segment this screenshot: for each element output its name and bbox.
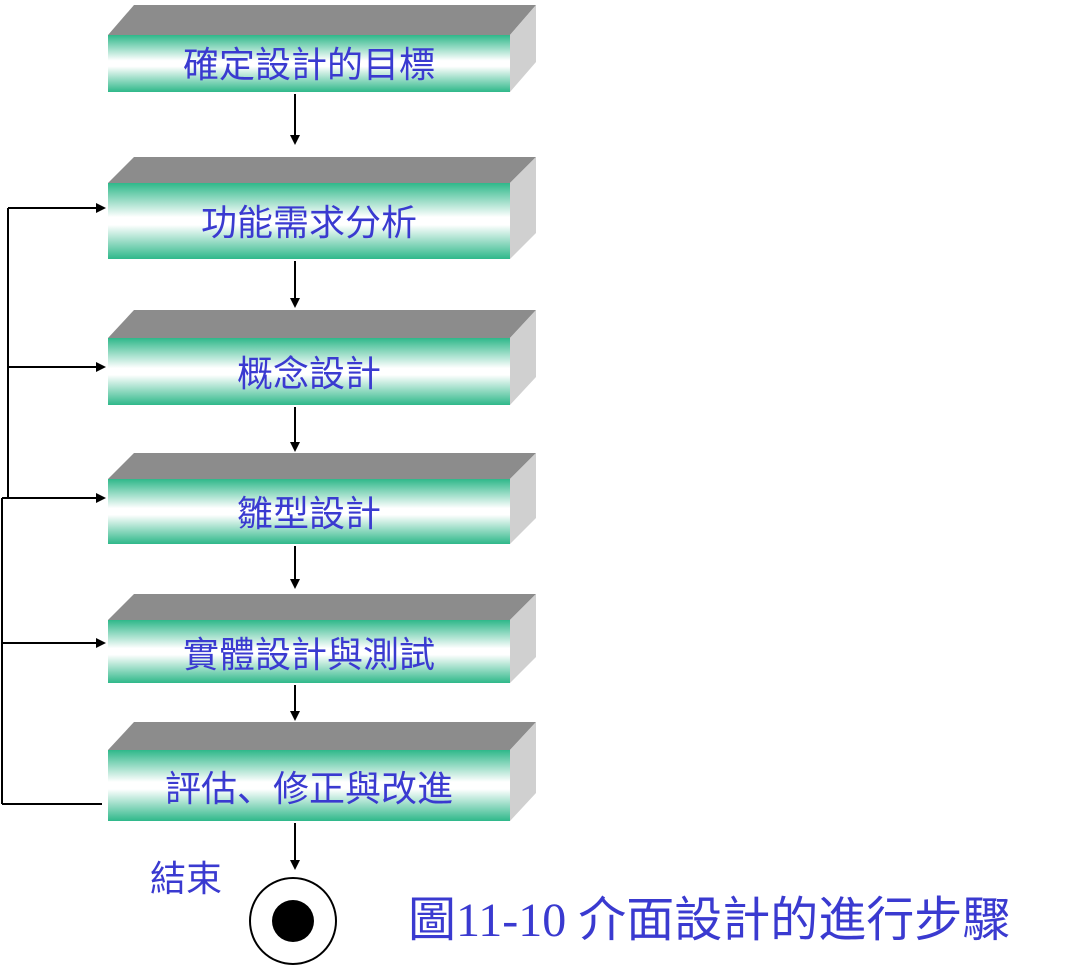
step-box-6: 評估、修正與改進 [108,722,536,821]
step-label-4: 雛型設計 [237,494,381,535]
end-label: 結束 [150,859,222,900]
end-node [249,877,337,965]
step-box-2: 功能需求分析 [108,157,536,259]
step-label-6: 評估、修正與改進 [165,769,453,810]
feedback-loop [1,203,106,805]
step-box-4: 雛型設計 [108,453,536,544]
figure-caption: 圖11-10 介面設計的進行步驟 [408,894,1010,947]
step-box-3: 概念設計 [108,310,536,405]
step-label-1: 確定設計的目標 [183,45,435,86]
step-box-5: 實體設計與測試 [108,594,536,683]
step-box-1: 確定設計的目標 [108,5,536,92]
end-node-dot [272,900,314,942]
step-label-3: 概念設計 [237,354,381,395]
step-label-5: 實體設計與測試 [183,635,435,676]
step-label-2: 功能需求分析 [201,203,417,244]
